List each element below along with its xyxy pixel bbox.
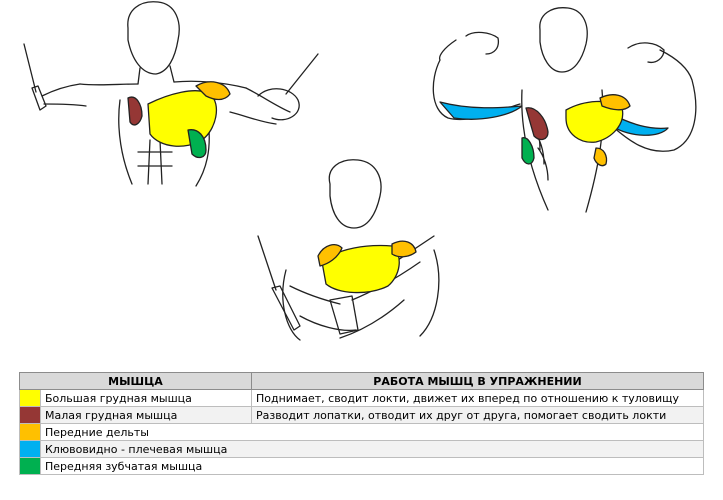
handle <box>271 285 301 331</box>
right-cable <box>285 53 319 95</box>
column-header-muscle: МЫШЦА <box>19 372 252 390</box>
table-row: Передние дельты <box>19 423 704 441</box>
muscle-name: Передняя зубчатая мышца <box>40 457 704 475</box>
serratus-anterior-left <box>521 137 535 165</box>
coracobrachialis-left <box>439 101 523 120</box>
pectoralis-major-left <box>147 90 218 147</box>
pectoralis-minor <box>525 107 549 141</box>
figure-arms-wide <box>23 1 319 187</box>
coracobrachialis-right <box>611 113 669 136</box>
exercise-illustrations <box>23 1 697 341</box>
left-cable <box>23 43 37 93</box>
muscle-action: Разводит лопатки, отводит их друг от дру… <box>251 406 704 424</box>
muscle-table: МЫШЦА РАБОТА МЫШЦ В УПРАЖНЕНИИ Большая г… <box>19 372 704 475</box>
table-header-row: МЫШЦА РАБОТА МЫШЦ В УПРАЖНЕНИИ <box>19 372 704 390</box>
muscle-action: Поднимает, сводит локти, движет их впере… <box>251 389 704 407</box>
pectoralis-major <box>565 100 624 143</box>
color-swatch-orange <box>19 423 41 441</box>
table-row: Передняя зубчатая мышца <box>19 457 704 475</box>
left-arm-outline <box>41 83 87 107</box>
neck-outline <box>137 65 175 85</box>
color-swatch-yellow <box>19 389 41 407</box>
right-arm-outline <box>611 42 697 152</box>
serratus-anterior-right <box>187 129 207 159</box>
color-swatch-green <box>19 457 41 475</box>
illustrations-svg <box>23 1 697 341</box>
anterior-deltoid-left <box>317 244 343 267</box>
color-swatch-blue <box>19 440 41 458</box>
table-row: Малая грудная мышца Разводит лопатки, от… <box>19 406 704 424</box>
muscle-name: Большая грудная мышца <box>40 389 252 407</box>
color-swatch-maroon <box>19 406 41 424</box>
handle-right <box>329 295 359 335</box>
serratus-anterior-right <box>593 147 608 167</box>
figure-double-biceps <box>432 7 697 213</box>
table-row: Клювовидно - плечевая мышца <box>19 440 704 458</box>
anterior-deltoid-right <box>195 81 231 101</box>
right-arm-outline <box>229 87 291 125</box>
abs-outline <box>137 139 173 185</box>
head-outline <box>539 7 588 73</box>
muscle-name: Передние дельты <box>40 423 704 441</box>
anterior-deltoid <box>599 94 631 111</box>
muscle-name: Клювовидно - плечевая мышца <box>40 440 704 458</box>
head-outline <box>328 159 382 229</box>
column-header-work: РАБОТА МЫШЦ В УПРАЖНЕНИИ <box>251 372 704 390</box>
table-row: Большая грудная мышца Поднимает, сводит … <box>19 389 704 407</box>
left-handle <box>31 85 47 111</box>
head-outline <box>127 1 180 75</box>
pectoralis-minor-left <box>127 96 143 126</box>
right-handle <box>257 88 300 121</box>
muscle-name: Малая грудная мышца <box>40 406 252 424</box>
pectoralis-major <box>321 244 400 294</box>
anterior-deltoid-right <box>391 240 417 258</box>
left-cable <box>257 235 277 291</box>
figure-arms-crossed <box>257 159 440 341</box>
